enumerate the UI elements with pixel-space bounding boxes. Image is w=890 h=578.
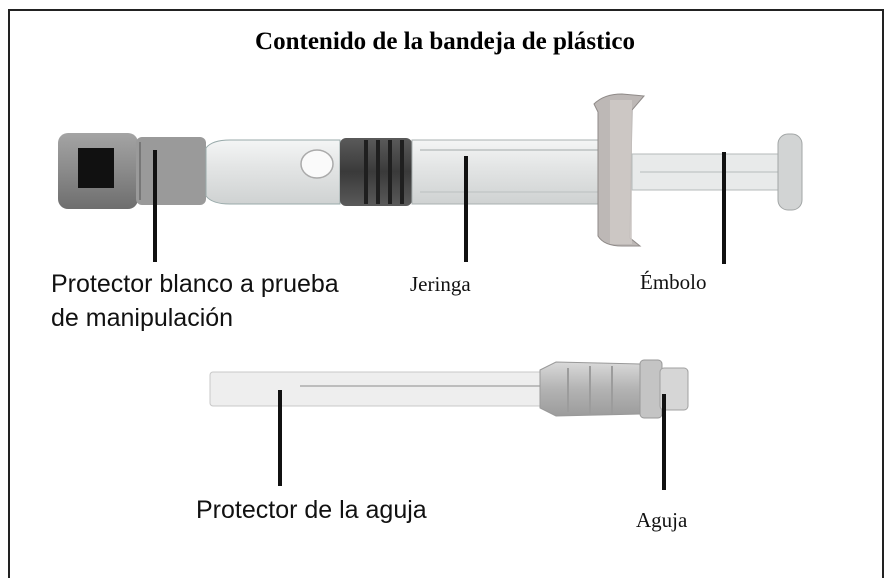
needle-cover-sheath (209, 371, 551, 407)
frame-border-right (882, 9, 884, 578)
frame-border-left (8, 9, 10, 578)
plunger-thumb (777, 133, 803, 211)
label-tamper-cap-line2: de manipulación (51, 304, 234, 332)
barrel-bubble (300, 149, 334, 179)
label-syringe: Jeringa (410, 272, 471, 296)
leader-line-plunger (722, 152, 726, 264)
leader-line-syringe (464, 156, 468, 262)
label-needle: Aguja (636, 508, 688, 532)
label-tamper-cap-line1: Protector blanco a prueba (51, 270, 339, 298)
cap-collar (136, 137, 206, 205)
needle-hub-flange (639, 359, 663, 419)
label-plunger: Émbolo (640, 270, 707, 294)
frame-border-top (8, 9, 884, 11)
leader-line-needle (662, 394, 666, 490)
cap-window (78, 148, 114, 188)
diagram-title: Contenido de la bandeja de plástico (255, 28, 635, 55)
label-needle-cover: Protector de la aguja (196, 496, 427, 524)
leader-line-tamper-cap (153, 150, 157, 262)
syringe-illustration (58, 93, 803, 247)
leader-line-needle-cover (278, 390, 282, 486)
needle-illustration (209, 359, 689, 419)
